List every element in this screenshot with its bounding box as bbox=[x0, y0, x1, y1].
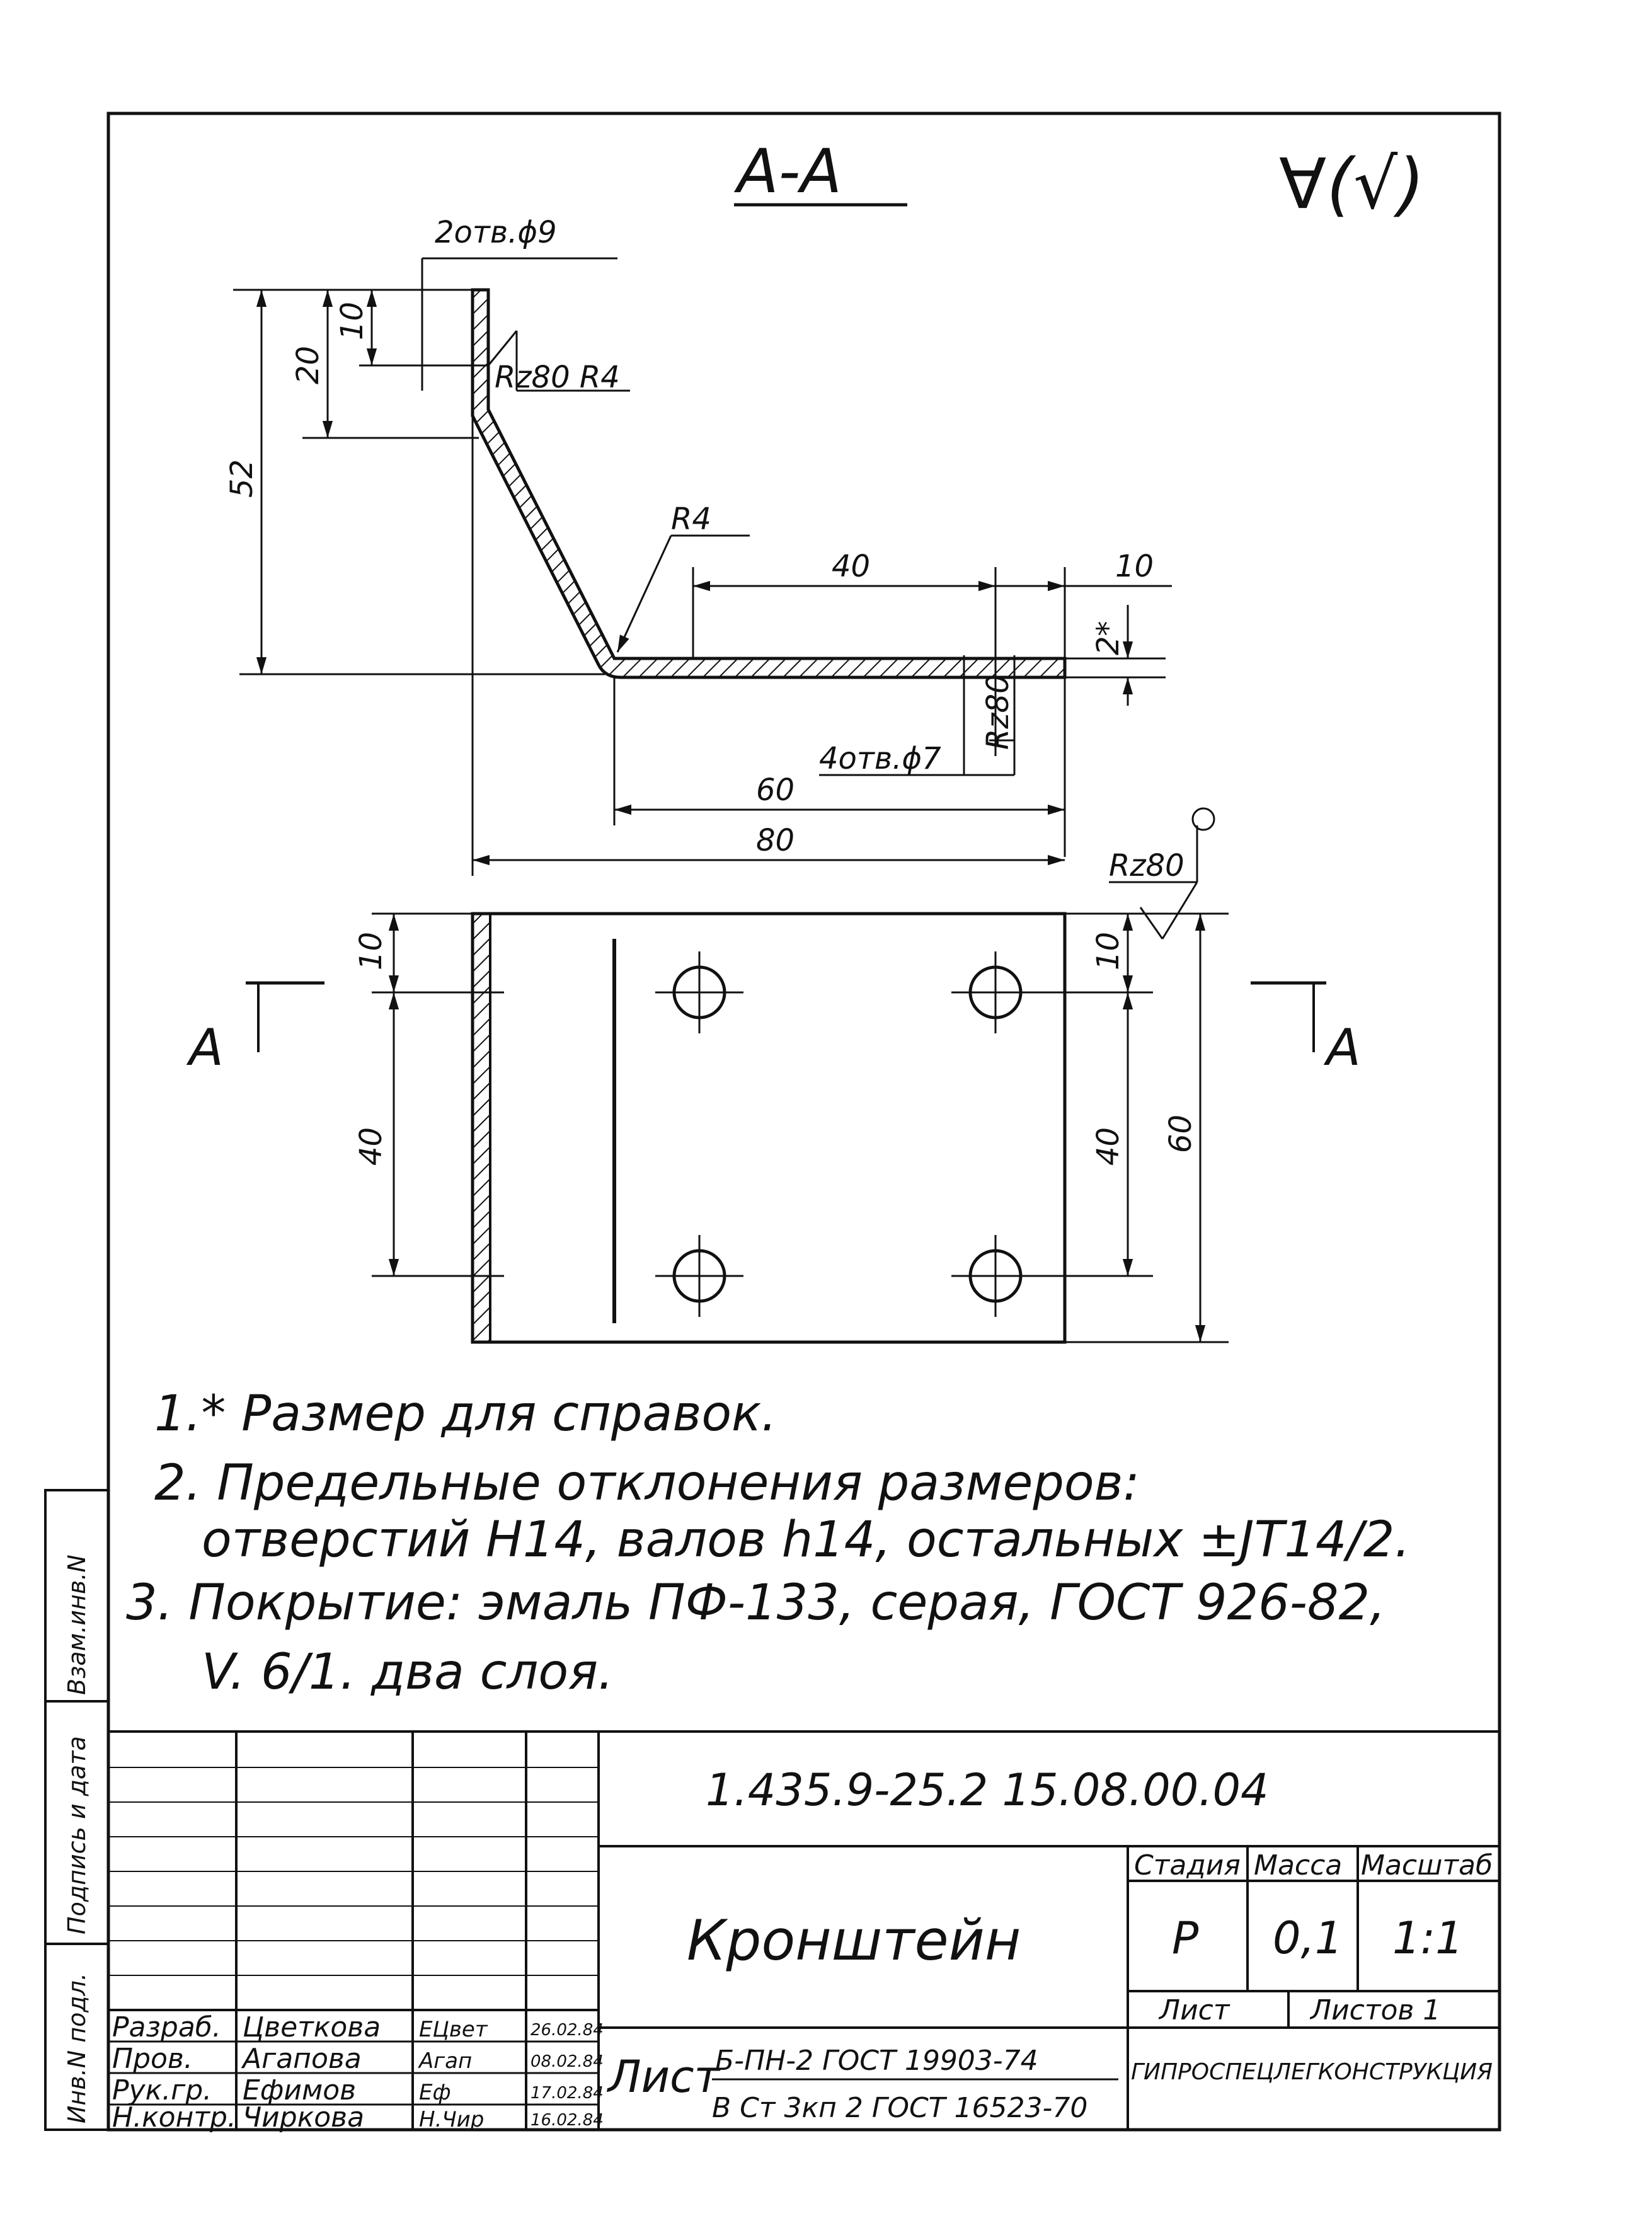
title-scale-value: 1:1 bbox=[1392, 1912, 1464, 1964]
plan-dim-10-left: 10 bbox=[353, 932, 389, 970]
dim-20: 20 bbox=[290, 346, 326, 384]
title-stage-value: Р bbox=[1172, 1912, 1199, 1964]
dim-52: 52 bbox=[224, 459, 260, 498]
dim-rz80-vertical: Rz80 bbox=[980, 674, 1016, 750]
dim-2-ref: 2* bbox=[1091, 621, 1126, 655]
side-label-sign: Подпись и дата bbox=[63, 1736, 91, 1934]
title-block-grid bbox=[108, 1730, 1500, 2130]
title-mass-value: 0,1 bbox=[1273, 1912, 1343, 1964]
staff-role: Н.контр. bbox=[112, 2101, 236, 2134]
note-3-values: V. 6/1. два слоя. bbox=[202, 1644, 614, 1701]
staff-date: 17.02.84 bbox=[531, 2084, 604, 2103]
section-dimension-lines bbox=[233, 257, 1215, 939]
dim-40-top: 40 bbox=[832, 549, 870, 584]
title-doc-code: 1.435.9-25.2 15.08.00.04 bbox=[706, 1764, 1269, 1816]
roughness-symbol: ∀(√) bbox=[1279, 144, 1425, 224]
cut-label-left: А bbox=[186, 1018, 224, 1077]
title-scale-label: Масштаб bbox=[1361, 1849, 1493, 1881]
staff-date: 08.02.84 bbox=[531, 2052, 604, 2071]
staff-name: Ефимов bbox=[243, 2074, 356, 2106]
title-sheets-label: Листов 1 bbox=[1309, 1994, 1440, 2026]
title-part-name: Кронштейн bbox=[687, 1908, 1021, 1973]
staff-sign: Н.Чир bbox=[419, 2107, 484, 2132]
plan-dimension-lines bbox=[246, 912, 1326, 1343]
title-material-bottom: В Ст 3кп 2 ГОСТ 16523-70 bbox=[712, 2092, 1087, 2124]
cut-label-right: А bbox=[1323, 1018, 1361, 1077]
section-title: А-А bbox=[733, 136, 842, 207]
side-stamp bbox=[44, 1489, 110, 2131]
staff-name: Чиркова bbox=[243, 2101, 364, 2134]
title-organization: ГИПРОСПЕЦЛЕГКОНСТРУКЦИЯ bbox=[1131, 2059, 1493, 2085]
sheet-frame bbox=[106, 112, 1501, 2132]
section-profile bbox=[471, 288, 1067, 679]
note-3: 3. Покрытие: эмаль ПФ-133, серая, ГОСТ 9… bbox=[126, 1575, 1385, 1631]
note-1: 1.* Размер для справок. bbox=[154, 1386, 777, 1442]
staff-sign: ЕЦвет bbox=[419, 2017, 488, 2042]
dim-r4: R4 bbox=[671, 502, 711, 537]
title-sheet-label: Лист bbox=[1158, 1994, 1230, 2026]
dim-holes-bottom: 4отв.ϕ7 bbox=[819, 741, 941, 776]
staff-date: 16.02.84 bbox=[531, 2111, 604, 2130]
title-mass-label: Масса bbox=[1254, 1849, 1342, 1881]
staff-sign: Агап bbox=[418, 2048, 472, 2074]
plan-hatched-flange bbox=[471, 912, 491, 1343]
dim-rz-r4: Rz80 R4 bbox=[495, 360, 620, 395]
note-2-values: отверстий H14, валов h14, остальных ±JT1… bbox=[202, 1512, 1410, 1568]
staff-role: Рук.гр. bbox=[112, 2074, 212, 2106]
staff-name: Агапова bbox=[241, 2043, 362, 2075]
dim-holes-top: 2отв.ϕ9 bbox=[435, 215, 557, 250]
staff-role: Разраб. bbox=[112, 2011, 221, 2043]
dim-rz80-surface: Rz80 bbox=[1109, 848, 1185, 883]
plan-dim-60: 60 bbox=[1163, 1115, 1198, 1153]
staff-sign: Еф bbox=[419, 2080, 451, 2105]
plan-dim-40-left: 40 bbox=[353, 1127, 389, 1166]
dim-10-right: 10 bbox=[1115, 549, 1154, 584]
plan-view bbox=[471, 912, 1067, 1344]
staff-rows: Разраб. Цветкова ЕЦвет 26.02.84 Пров. Аг… bbox=[112, 2011, 604, 2134]
dim-10-top: 10 bbox=[335, 302, 370, 340]
dim-80: 80 bbox=[756, 823, 794, 858]
side-label-inv: Инв.N подл. bbox=[63, 1973, 91, 2123]
staff-date: 26.02.84 bbox=[531, 2021, 604, 2040]
dim-60-section: 60 bbox=[756, 773, 794, 808]
notes-block: 1.* Размер для справок. 2. Предельные от… bbox=[126, 1386, 1410, 1701]
staff-name: Цветкова bbox=[243, 2011, 381, 2043]
staff-role: Пров. bbox=[112, 2043, 193, 2075]
title-material-top: Б-ПН-2 ГОСТ 19903-74 bbox=[715, 2045, 1038, 2077]
title-stage-label: Стадия bbox=[1134, 1849, 1241, 1881]
title-material-prefix: Лист bbox=[606, 2051, 721, 2103]
plan-dim-40-right: 40 bbox=[1091, 1127, 1126, 1166]
plan-dim-10-right: 10 bbox=[1091, 932, 1126, 970]
side-label-replace: Взам.инв.N bbox=[63, 1554, 91, 1695]
note-2: 2. Предельные отклонения размеров: bbox=[154, 1455, 1140, 1512]
